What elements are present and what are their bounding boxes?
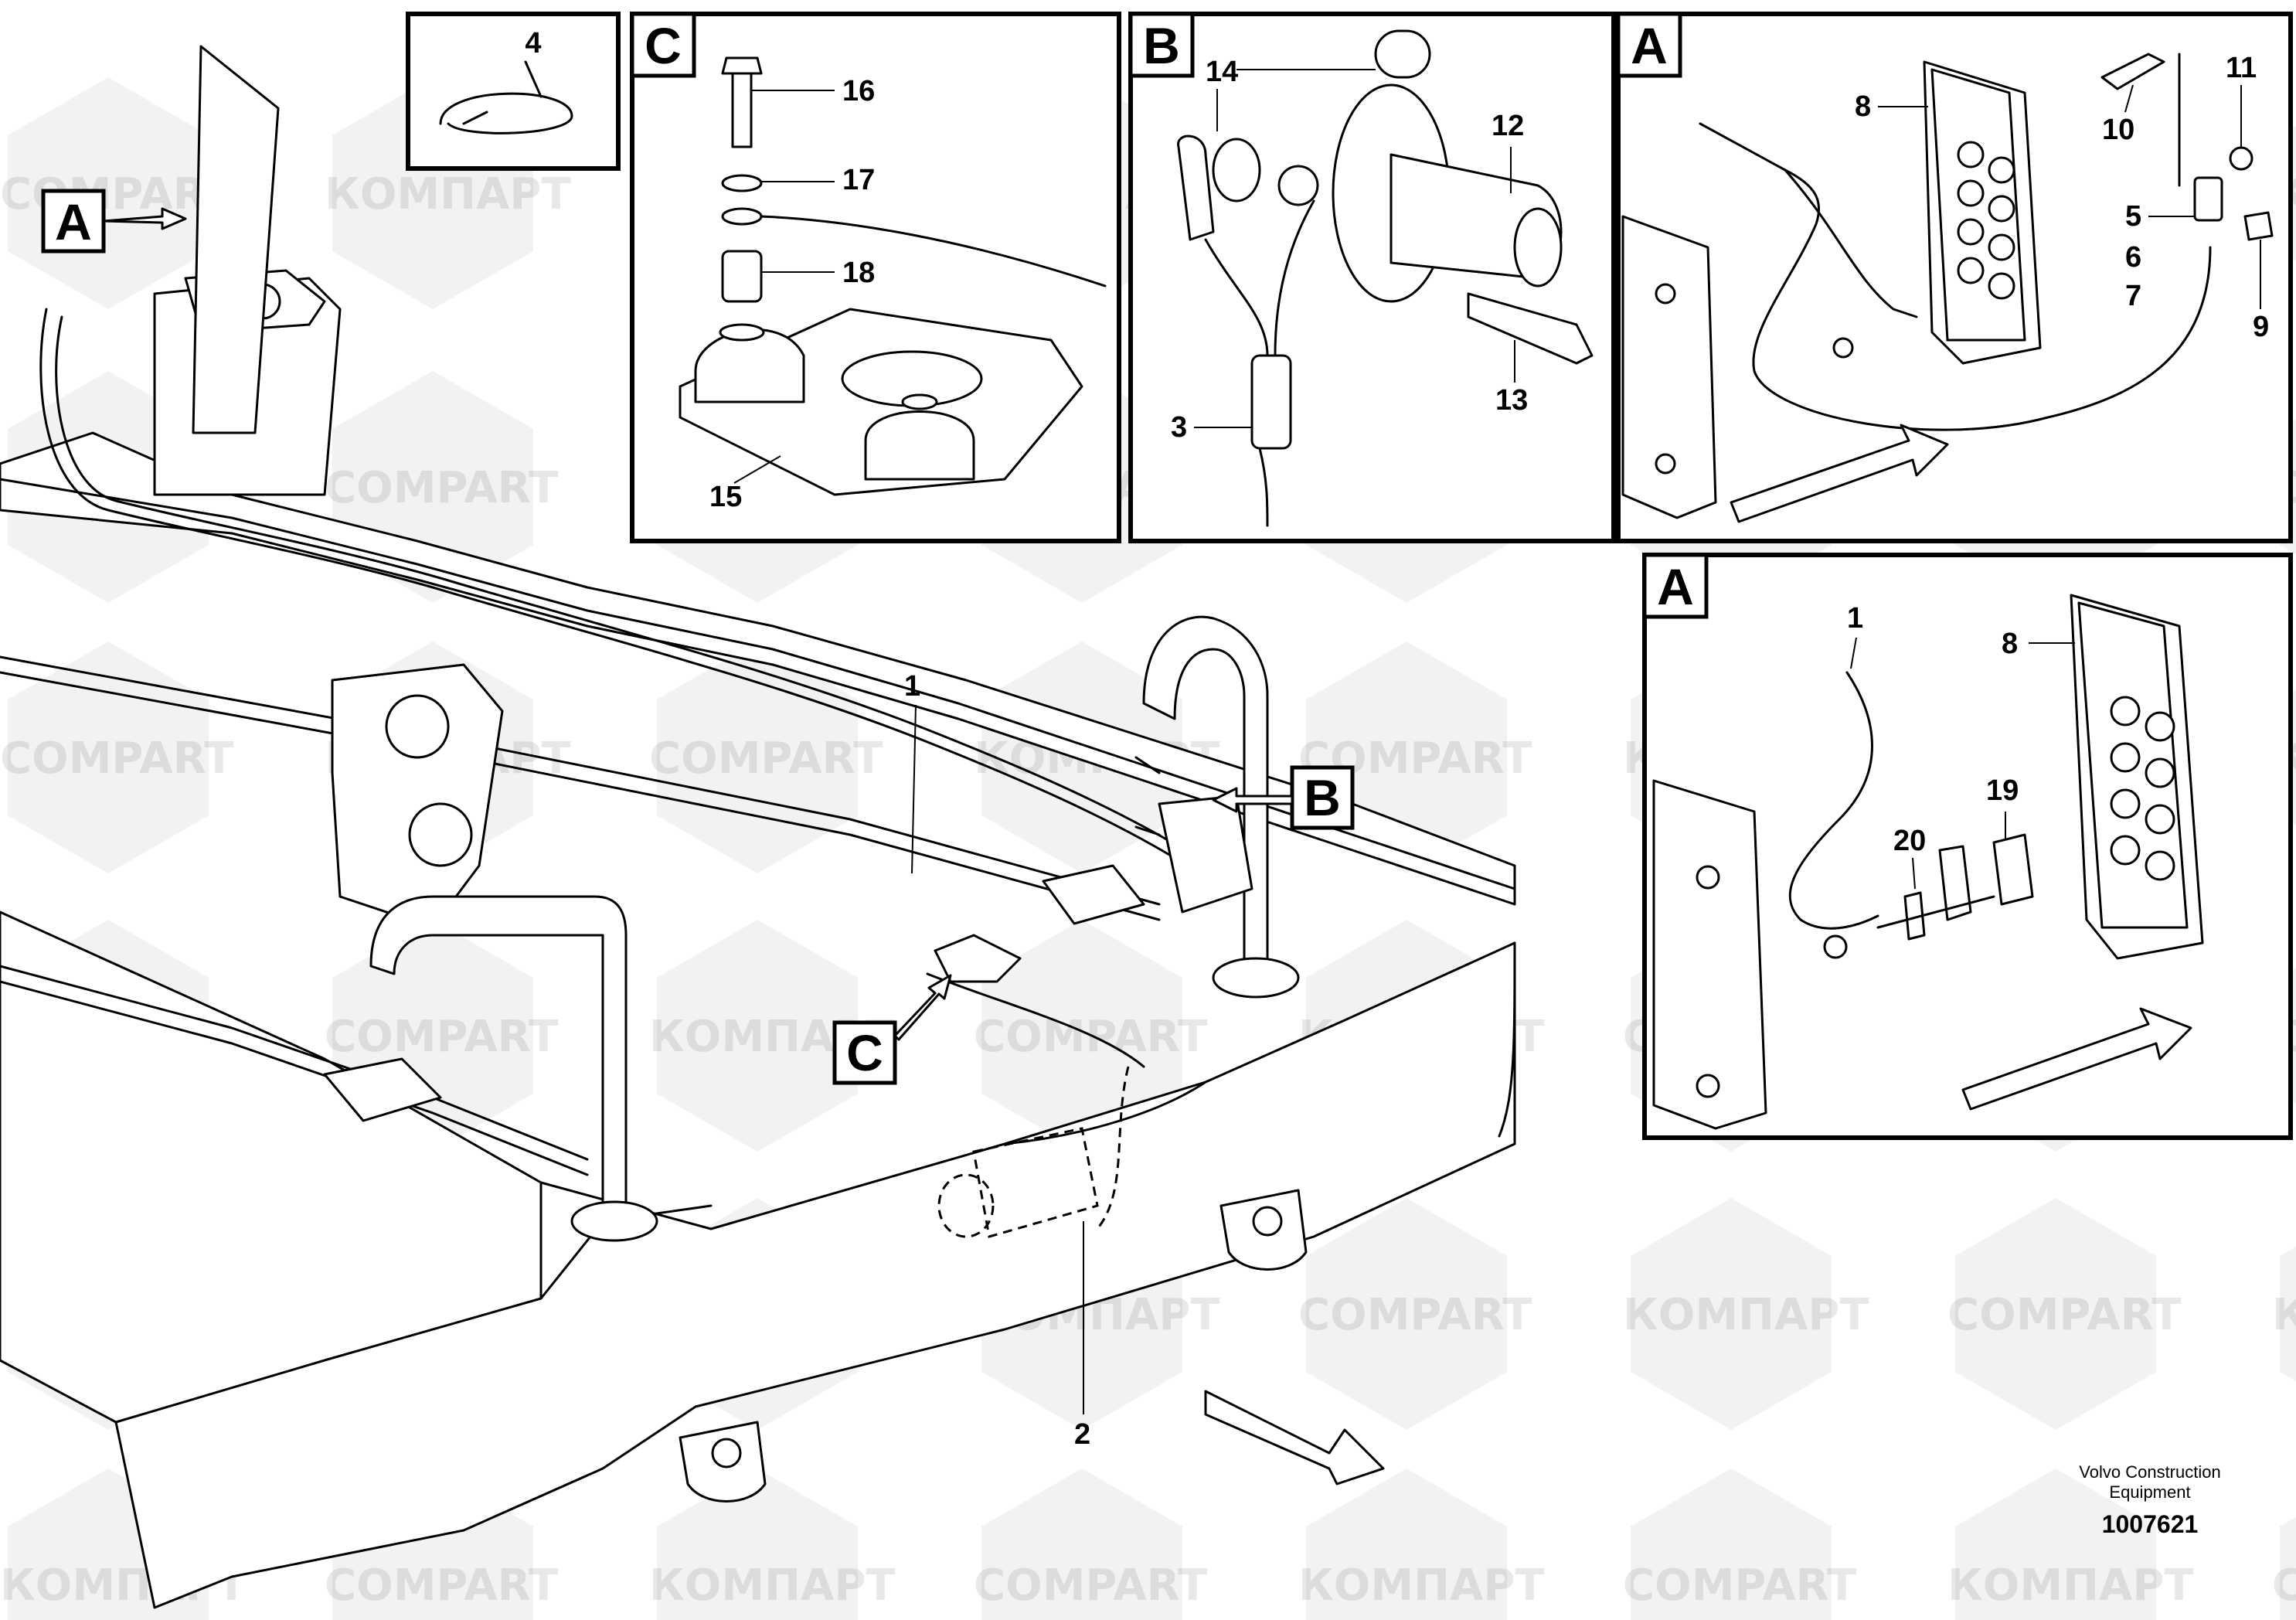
- callout-15: 15: [709, 481, 742, 513]
- detail-box-c: C 16 17 18 15: [630, 12, 1121, 543]
- marker-c: C: [846, 1024, 883, 1081]
- callout-12: 12: [1492, 110, 1524, 142]
- detail-a-bottom-label: A: [1657, 558, 1694, 615]
- callout-16: 16: [842, 75, 875, 107]
- watermark-hexagon: [8, 642, 209, 873]
- detail-box-a-bottom: A 1 8 19 20: [1642, 553, 2293, 1140]
- callout-8-bottom: 8: [2002, 628, 2018, 660]
- detail-c-label: C: [645, 17, 682, 74]
- watermark-text: COMPART: [325, 1560, 558, 1611]
- watermark-hexagon: [2280, 1516, 2296, 1620]
- marker-a: A: [55, 193, 92, 250]
- caption-block: Volvo Construction Equipment 1007621: [2079, 1462, 2220, 1538]
- callout-14: 14: [1206, 56, 1238, 88]
- watermark-hexagon: [981, 920, 1182, 1152]
- watermark-hexagon: [1306, 1469, 1507, 1620]
- detail-a-top-label: A: [1631, 17, 1668, 74]
- watermark-text: КОМПАРТ: [2272, 1290, 2296, 1340]
- main-view-markers: A B C 1 2: [41, 189, 1355, 1451]
- detail-box-b: B 14 12 13 3: [1128, 12, 1616, 543]
- watermark-text: КОМПАРТ: [1298, 1560, 1545, 1611]
- callout-7: 7: [2125, 280, 2141, 312]
- watermark-text: COMPART: [2272, 1560, 2296, 1611]
- callout-20: 20: [1893, 825, 1926, 857]
- document-id: 1007621: [2102, 1510, 2199, 1538]
- watermark-hexagon: [1955, 1198, 2156, 1430]
- detail-b-label: B: [1143, 17, 1180, 74]
- marker-b: B: [1304, 769, 1341, 826]
- callout-10: 10: [2102, 114, 2134, 146]
- watermark-hexagon: [1631, 1469, 1832, 1620]
- watermark-text: COMPART: [974, 1012, 1207, 1062]
- detail-box-item-4: 4: [406, 12, 621, 171]
- terminal-studs-top: [1957, 141, 2015, 300]
- watermark-hexagon: [981, 1469, 1182, 1620]
- watermark-hexagon: [657, 1469, 858, 1620]
- watermark-hexagon: [2280, 1246, 2296, 1382]
- detail-box-a-top: A 8 10 11 5 6 7 9: [1616, 12, 2293, 543]
- frame-drawing: [0, 45, 1516, 1609]
- watermark-hexagon: [657, 920, 858, 1152]
- callout-17: 17: [842, 164, 875, 196]
- callout-19: 19: [1986, 774, 2019, 807]
- callout-8-top: 8: [1855, 90, 1871, 123]
- watermark-text: COMPART: [325, 1012, 558, 1062]
- watermark-text: COMPART: [325, 463, 558, 513]
- callout-18: 18: [842, 257, 875, 289]
- watermark-text: COMPART: [649, 733, 883, 784]
- callout-6: 6: [2125, 241, 2141, 274]
- watermark-hexagon: [1955, 1469, 2156, 1620]
- watermark-text: КОМПАРТ: [325, 169, 571, 220]
- watermark-hexagon: [1631, 1198, 1832, 1430]
- watermark-hexagon: [1306, 1198, 1507, 1430]
- watermark-text: COMPART: [1623, 1560, 1856, 1611]
- watermark-text: COMPART: [0, 169, 233, 220]
- callout-11: 11: [2226, 52, 2257, 84]
- terminal-studs-bottom: [2110, 696, 2175, 881]
- watermark-text: КОМПАРТ: [649, 1560, 896, 1611]
- caption-line-1: Volvo Construction: [2079, 1462, 2220, 1482]
- callout-13: 13: [1495, 384, 1528, 417]
- watermark-text: КОМПАРТ: [1947, 1560, 2194, 1611]
- callout-9: 9: [2253, 311, 2269, 343]
- watermark-text: COMPART: [0, 733, 233, 784]
- caption-line-2: Equipment: [2109, 1482, 2190, 1502]
- callout-1-detail: 1: [1847, 602, 1863, 635]
- callout-1: 1: [904, 670, 920, 703]
- callout-2: 2: [1074, 1418, 1090, 1451]
- callout-3: 3: [1171, 411, 1187, 444]
- callout-5: 5: [2125, 200, 2141, 233]
- watermark-text: COMPART: [1298, 1290, 1532, 1340]
- callout-4: 4: [525, 27, 541, 60]
- watermark-text: COMPART: [1947, 1290, 2181, 1340]
- watermark-text: COMPART: [974, 1560, 1207, 1611]
- watermark-text: КОМПАРТ: [1623, 1290, 1869, 1340]
